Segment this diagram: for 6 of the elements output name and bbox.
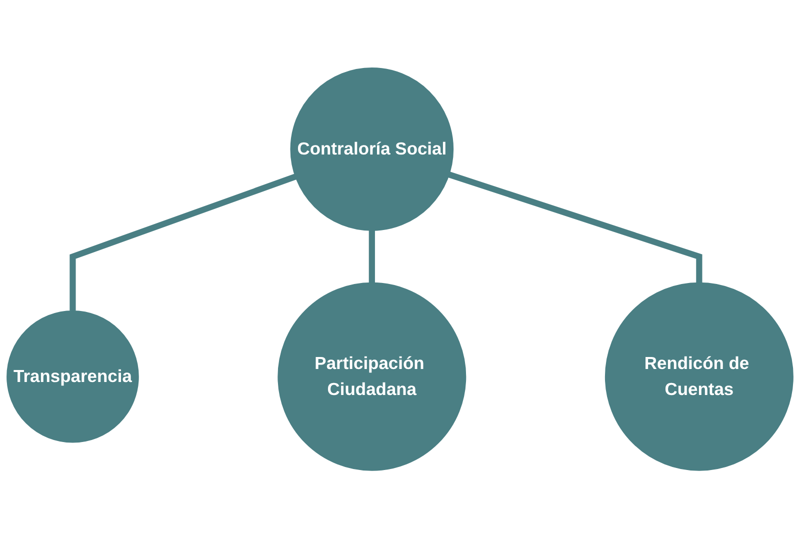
node-circle: Contraloría Social — [290, 67, 454, 231]
connector — [368, 230, 375, 283]
node-circle: Rendicón de Cuentas — [604, 282, 794, 471]
connector — [70, 174, 296, 311]
node-circle: Participación Ciudadana — [278, 282, 466, 471]
node-circle: Transparencia — [6, 310, 139, 443]
